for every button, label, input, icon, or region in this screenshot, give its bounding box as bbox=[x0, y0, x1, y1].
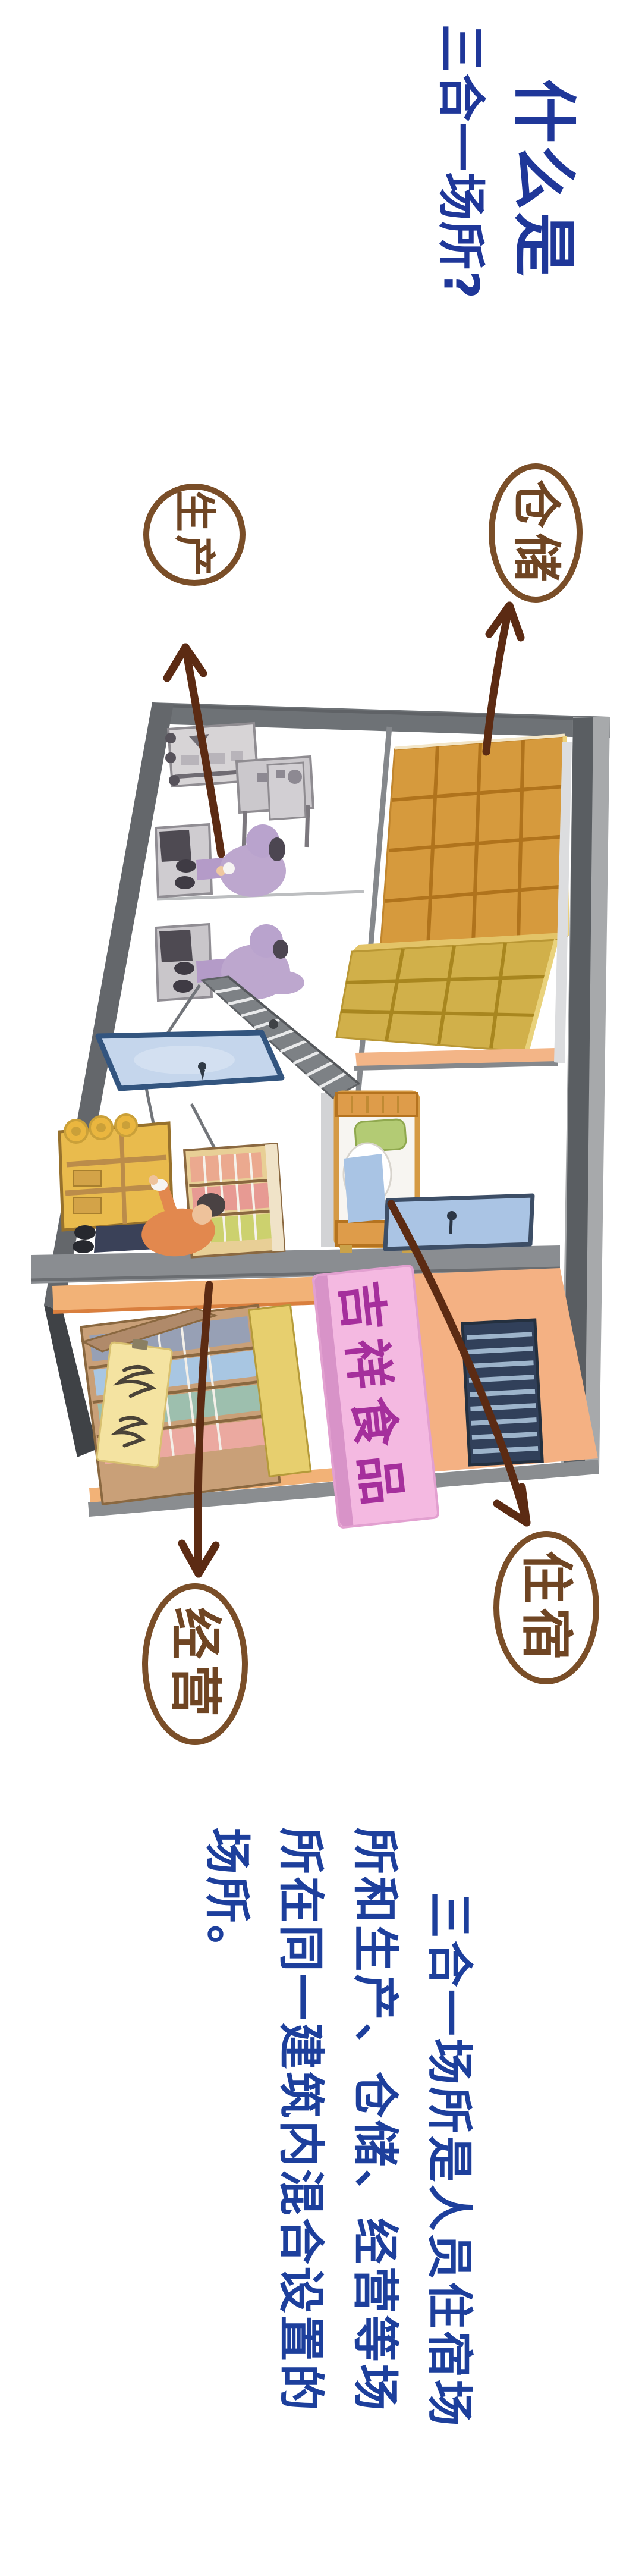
rolling-shutter bbox=[461, 1318, 544, 1467]
label-accommodation: 住宿 bbox=[493, 1531, 599, 1684]
shop-sign: 吉祥食品 bbox=[248, 1264, 503, 1529]
label-business-text: 经营 bbox=[165, 1607, 226, 1722]
machine-unit bbox=[266, 761, 307, 821]
definition-paragraph: 三合一场所是人员住宿场 所和生产、仓储、经营等场 所在同一建筑内混合设置的 场所… bbox=[42, 1828, 633, 2428]
frame-left-corner-post bbox=[44, 1305, 97, 1457]
label-production-text: 生产 bbox=[170, 490, 219, 579]
wall-gap-shadow bbox=[554, 742, 572, 1063]
label-accommodation-text: 住宿 bbox=[516, 1550, 578, 1665]
paragraph-line-2: 所和生产、仓储、经营等场 bbox=[348, 1827, 402, 2414]
storage-carton-stacks bbox=[335, 733, 572, 1071]
title-line-1: 什么是 bbox=[506, 79, 581, 279]
accommodation-arrow-icon bbox=[387, 1200, 531, 1527]
storage-arrow-icon bbox=[482, 601, 525, 756]
price-tag bbox=[96, 1339, 173, 1469]
shelf-side-board bbox=[80, 1307, 218, 1353]
shopkeeper bbox=[73, 1175, 225, 1257]
title-line-2: 三合一场所? bbox=[432, 24, 489, 300]
carton-stack-lower-top-face bbox=[352, 933, 564, 952]
bed bbox=[333, 1090, 420, 1253]
page-title: 什么是 三合一场所? bbox=[373, 24, 640, 300]
frame-right-wall-shadow bbox=[564, 717, 593, 1467]
scribble-marks bbox=[110, 1364, 156, 1448]
production-arrow-icon bbox=[163, 643, 225, 858]
business-arrow-icon bbox=[178, 1281, 220, 1578]
storage-floor-strip bbox=[355, 1048, 556, 1067]
door-knob bbox=[447, 1211, 457, 1220]
label-production: 生产 bbox=[143, 484, 246, 586]
shopkeeper-face bbox=[192, 1204, 212, 1225]
staircase bbox=[200, 975, 361, 1099]
shop-shelf-upper bbox=[183, 1143, 286, 1259]
production-machines bbox=[165, 721, 315, 855]
label-storage-text: 仓储 bbox=[508, 479, 565, 587]
candy-jars bbox=[64, 1113, 138, 1144]
annotation-arrows bbox=[163, 601, 531, 1578]
paragraph-line-3: 所在同一建筑内混合设置的 bbox=[273, 1827, 328, 2414]
frame-top-bar bbox=[152, 702, 610, 738]
blue-tarp bbox=[95, 1030, 285, 1091]
shop-counter-cabinet bbox=[58, 1113, 174, 1232]
label-business: 经营 bbox=[142, 1583, 248, 1745]
label-storage: 仓储 bbox=[489, 463, 583, 603]
door-panel bbox=[383, 1193, 535, 1251]
blue-blanket bbox=[344, 1154, 386, 1223]
worker-upper bbox=[154, 823, 286, 899]
paragraph-line-4: 场所。 bbox=[199, 1827, 253, 1975]
paragraph-line-1: 三合一场所是人员住宿场 bbox=[422, 1891, 476, 2429]
